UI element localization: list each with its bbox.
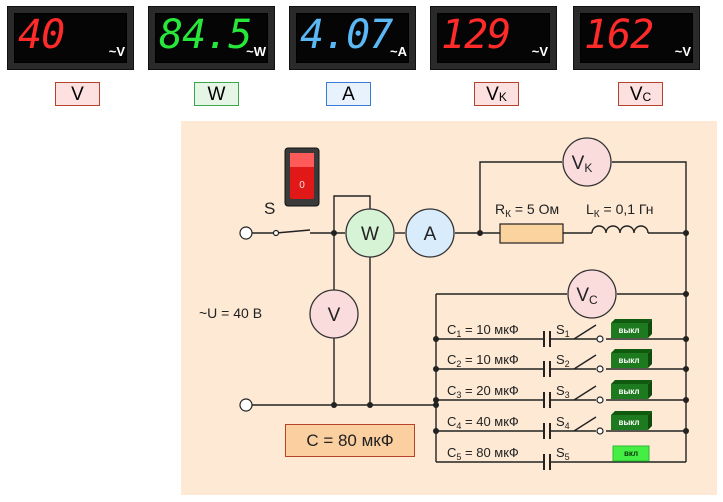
voltmeter-display: 40 ~V	[7, 6, 134, 70]
voltmeter-value: 40	[18, 12, 65, 58]
ammeter-label: A	[326, 82, 371, 106]
svg-text:вкл: вкл	[624, 449, 638, 458]
capacitor-label: C1 = 10 мкФ	[447, 322, 519, 339]
capacitor-label: C2 = 10 мкФ	[447, 352, 519, 369]
resistor	[499, 223, 564, 244]
voltmeter-symbol-label: V	[328, 305, 341, 326]
wattmeter-label: W	[194, 82, 239, 106]
switch-label: S	[264, 199, 275, 218]
cap-switch-label: S1	[556, 322, 570, 339]
input-terminal-bottom	[239, 398, 253, 412]
input-terminal-top	[239, 226, 253, 240]
vc-meter-label: VC	[618, 82, 663, 106]
cap-switch-label: S5	[556, 445, 570, 462]
vc-meter-unit: ~V	[674, 44, 691, 59]
wattmeter-display: 84.5 ~W	[148, 6, 275, 70]
vk-symbol-label: VK	[572, 153, 593, 175]
capacitor-label: C3 = 20 мкФ	[447, 383, 519, 400]
ammeter-unit: ~A	[390, 44, 407, 59]
ammeter-value: 4.07	[300, 12, 393, 58]
ammeter-display: 4.07 ~A	[289, 6, 416, 70]
voltmeter-symbol	[309, 289, 359, 339]
vc-meter-display: 162 ~V	[573, 6, 700, 70]
toggle-button-s2[interactable]: выкл	[611, 349, 652, 368]
capacitor-label: C5 = 80 мкФ	[447, 445, 519, 462]
voltage-label: ~U = 40 В	[199, 305, 262, 321]
svg-text:выкл: выкл	[619, 387, 640, 396]
main-switch[interactable]: 0	[284, 147, 320, 207]
svg-text:выкл: выкл	[619, 418, 640, 427]
capacitor-label: C4 = 40 мкФ	[447, 414, 519, 431]
cap-switch-label: S2	[556, 352, 570, 369]
ammeter-symbol-label: A	[424, 224, 437, 245]
wattmeter-symbol	[345, 208, 395, 258]
inductor-label: LК = 0,1 Гн	[586, 201, 653, 220]
wattmeter-value: 84.5	[159, 12, 252, 58]
switch-mark: 0	[299, 180, 305, 191]
svg-text:выкл: выкл	[619, 356, 640, 365]
vc-meter-value: 162	[584, 12, 654, 58]
toggle-button-s3[interactable]: выкл	[611, 380, 652, 399]
wattmeter-symbol-label: W	[361, 224, 379, 245]
vk-meter-label: VK	[474, 82, 519, 106]
voltmeter-label: V	[55, 82, 100, 106]
cap-switch-label: S3	[556, 383, 570, 400]
total-capacitance-box: C = 80 мкФ	[285, 424, 415, 457]
vk-meter-value: 129	[441, 12, 511, 58]
vk-meter-symbol	[562, 137, 612, 187]
cap-switch-label: S4	[556, 414, 570, 431]
voltmeter-unit: ~V	[108, 44, 125, 59]
svg-text:выкл: выкл	[619, 326, 640, 335]
vc-meter-symbol	[567, 269, 617, 319]
vc-symbol-label: VC	[576, 285, 598, 307]
vk-meter-display: 129 ~V	[430, 6, 557, 70]
wattmeter-unit: ~W	[246, 44, 266, 59]
toggle-button-s4[interactable]: выкл	[611, 411, 652, 430]
total-capacitance-text: C = 80 мкФ	[306, 431, 394, 450]
toggle-button-s5[interactable]: вкл	[612, 445, 650, 462]
resistor-label: RК = 5 Ом	[495, 201, 559, 220]
circuit-panel	[181, 121, 717, 495]
vk-meter-unit: ~V	[531, 44, 548, 59]
toggle-button-s1[interactable]: выкл	[611, 319, 652, 338]
ammeter-symbol	[405, 208, 455, 258]
